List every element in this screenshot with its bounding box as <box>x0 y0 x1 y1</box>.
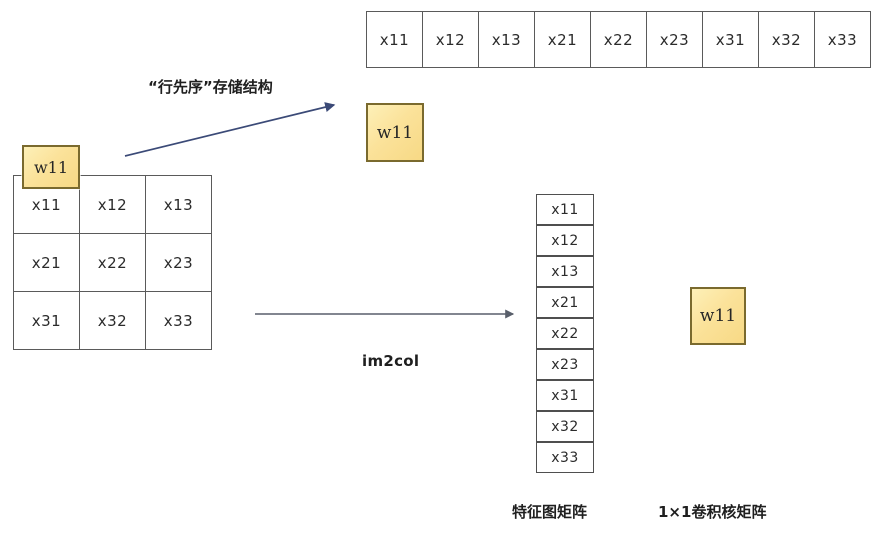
matrix-cell: x12 <box>79 175 146 234</box>
matrix-cell: x13 <box>145 175 212 234</box>
column-cell: x11 <box>536 194 594 225</box>
im2col-column: x11 x12 x13 x21 x22 x23 x31 x32 x33 <box>536 194 594 473</box>
column-cell: x22 <box>536 318 594 349</box>
column-cell: x23 <box>536 349 594 380</box>
rowmajor-label: “行先序”存储结构 <box>148 78 273 96</box>
matrix-cell: x22 <box>79 233 146 292</box>
matrix-cell: x23 <box>145 233 212 292</box>
kernel-box-right: w11 <box>690 287 746 345</box>
rowmajor-cell: x11 <box>366 11 423 68</box>
matrix-cell: x21 <box>13 233 80 292</box>
rowmajor-cell: x23 <box>646 11 703 68</box>
feature-matrix: x11 x12 x13 x21 x22 x23 x31 x32 x33 <box>13 175 213 352</box>
rowmajor-cell: x12 <box>422 11 479 68</box>
rowmajor-cell: x22 <box>590 11 647 68</box>
feature-matrix-label: 特征图矩阵 <box>512 503 588 521</box>
column-cell: x12 <box>536 225 594 256</box>
column-cell: x33 <box>536 442 594 473</box>
kernel-box-on-matrix: w11 <box>22 145 80 189</box>
rowmajor-arrow <box>124 102 336 157</box>
kernel-matrix-label: 1×1卷积核矩阵 <box>658 503 767 521</box>
im2col-label: im2col <box>362 352 420 370</box>
rowmajor-cell: x32 <box>758 11 815 68</box>
matrix-cell: x33 <box>145 291 212 350</box>
rowmajor-strip: x11 x12 x13 x21 x22 x23 x31 x32 x33 <box>366 11 872 68</box>
matrix-cell: x32 <box>79 291 146 350</box>
rowmajor-cell: x31 <box>702 11 759 68</box>
column-cell: x31 <box>536 380 594 411</box>
kernel-box-middle: w11 <box>366 103 424 162</box>
matrix-cell: x31 <box>13 291 80 350</box>
rowmajor-cell: x33 <box>814 11 871 68</box>
column-cell: x13 <box>536 256 594 287</box>
column-cell: x32 <box>536 411 594 442</box>
rowmajor-cell: x21 <box>534 11 591 68</box>
column-cell: x21 <box>536 287 594 318</box>
rowmajor-cell: x13 <box>478 11 535 68</box>
